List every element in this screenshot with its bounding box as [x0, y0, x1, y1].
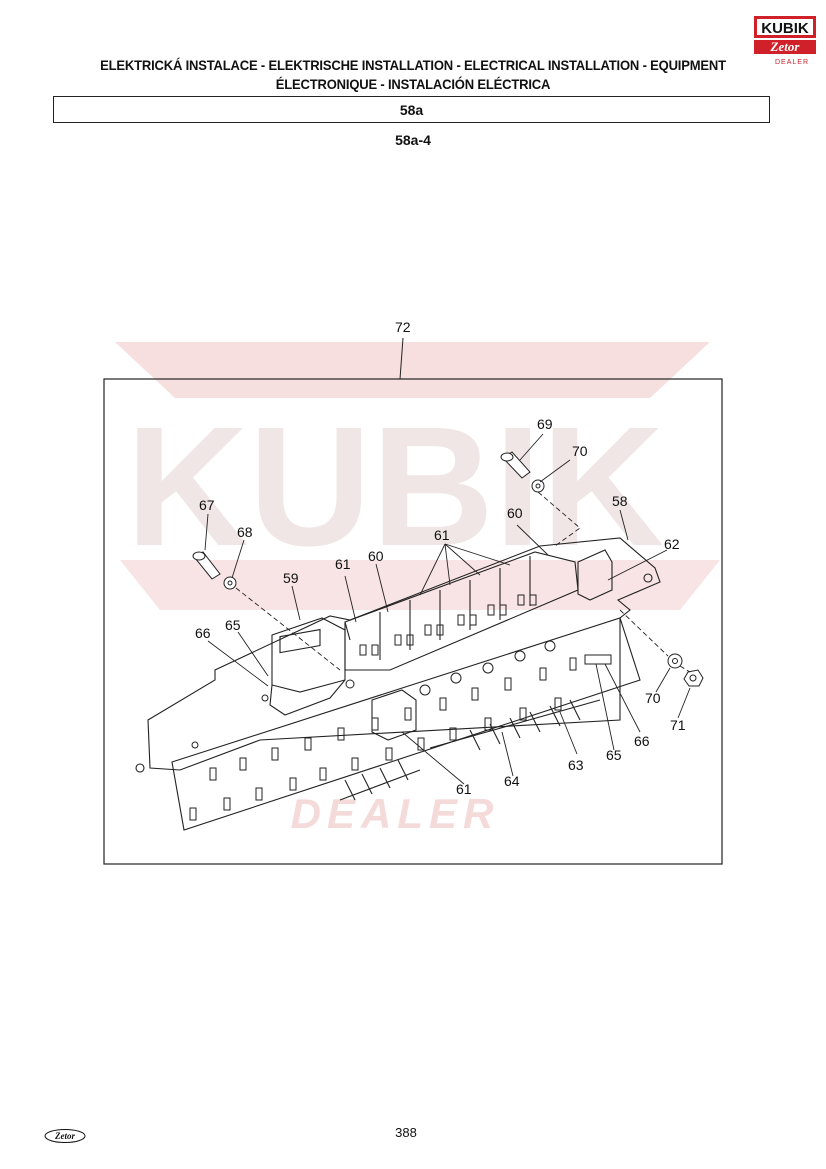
zetor-footer-logo: Zetor: [44, 1129, 86, 1143]
callout-66-right: 66: [634, 733, 650, 749]
fasteners: [192, 451, 704, 687]
header-title-line-2: ÉLECTRONIQUE - INSTALACIÓN ELÉCTRICA: [275, 76, 551, 92]
callout-61-bottom: 61: [456, 781, 472, 797]
callout-61-top: 61: [434, 527, 450, 543]
exploded-parts-diagram: KUBIK DEALER: [103, 319, 723, 865]
callout-64: 64: [504, 773, 520, 789]
callout-61-left: 61: [335, 556, 351, 572]
callout-72: 72: [395, 319, 411, 335]
page-number: 388: [395, 1125, 417, 1140]
callout-66-left: 66: [195, 625, 211, 641]
callout-70-top: 70: [572, 443, 588, 459]
svg-text:Zetor: Zetor: [770, 39, 801, 54]
callout-67: 67: [199, 497, 215, 513]
callout-62: 62: [664, 536, 680, 552]
callout-69: 69: [537, 416, 553, 432]
kubik-zetor-logo: KUBIK Zetor DEALER: [754, 16, 816, 66]
diagram-frame: [103, 378, 723, 865]
callout-58: 58: [612, 493, 628, 509]
header-title-line-1: ELEKTRICKÁ INSTALACE - ELEKTRISCHE INSTA…: [100, 57, 726, 73]
svg-text:KUBIK: KUBIK: [761, 20, 809, 37]
callout-60-right: 60: [507, 505, 523, 521]
callout-labels: 72 69 70 67 68 60 58 61 62 61 60 59 66 6…: [195, 319, 686, 797]
callout-59: 59: [283, 570, 299, 586]
section-number: 58a: [399, 101, 424, 118]
watermark: KUBIK DEALER: [115, 342, 720, 837]
callout-65-left: 65: [225, 617, 241, 633]
callout-60-left: 60: [368, 548, 384, 564]
svg-text:DEALER: DEALER: [291, 790, 500, 837]
callout-71: 71: [670, 717, 686, 733]
svg-text:KUBIK: KUBIK: [126, 392, 664, 582]
section-box: 58a: [53, 96, 770, 123]
subsection-number: 58a-4: [395, 132, 431, 148]
callout-70-right: 70: [645, 690, 661, 706]
callout-65-right: 65: [606, 747, 622, 763]
callout-63: 63: [568, 757, 584, 773]
fuse-box-assembly: [135, 537, 661, 831]
svg-text:DEALER: DEALER: [775, 59, 809, 66]
svg-text:Zetor: Zetor: [54, 1131, 75, 1141]
callout-68: 68: [237, 524, 253, 540]
